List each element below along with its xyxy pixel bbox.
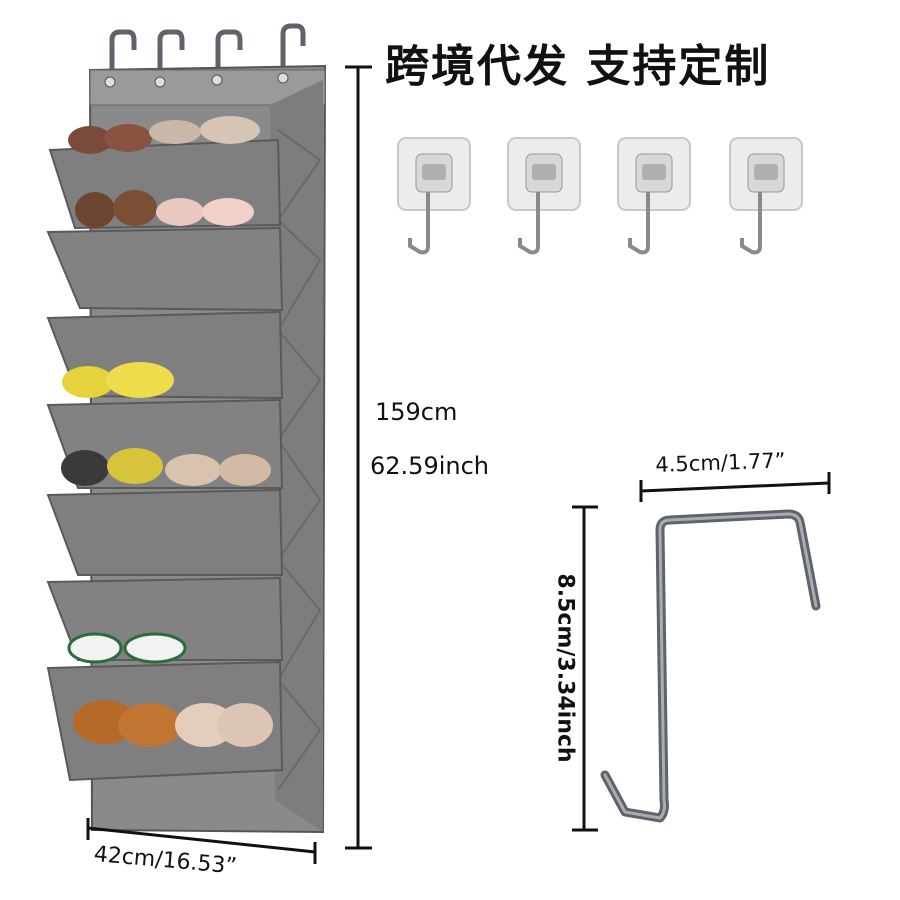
- top-hooks: [109, 23, 306, 80]
- shoe-icon: [175, 703, 235, 747]
- shoe-icon: [107, 448, 163, 484]
- large-over-door-hook: [600, 509, 821, 823]
- height-cm-label: 159cm: [375, 398, 458, 426]
- shoe-icon: [118, 703, 182, 747]
- shoe-icon: [67, 632, 123, 664]
- hook-width-label: 4.5cm/1.77”: [655, 448, 786, 477]
- over-door-hook-icon: [109, 29, 137, 80]
- shoes: [61, 116, 273, 747]
- over-door-hook-icon: [280, 23, 306, 78]
- shoe-icon: [219, 454, 271, 486]
- pocket: [46, 226, 284, 312]
- adhesive-hooks: [397, 137, 803, 255]
- adhesive-hook-icon: [617, 137, 691, 255]
- over-door-hook-icon: [157, 29, 185, 80]
- width-dimension-line: [86, 818, 317, 864]
- over-door-hook-icon: [215, 29, 243, 80]
- height-inch-label: 62.59inch: [370, 452, 489, 480]
- adhesive-hook-icon: [507, 137, 581, 255]
- shoe-icon: [123, 632, 187, 664]
- hook-height-dimension-line: [572, 505, 598, 832]
- hook-width-dimension-line: [639, 472, 831, 502]
- shoe-icon: [149, 120, 201, 144]
- shoe-icon: [202, 198, 254, 226]
- pockets: [46, 138, 284, 782]
- shoe-icon: [75, 192, 115, 228]
- shoe-icon: [165, 454, 221, 486]
- headline: 跨境代发 支持定制: [385, 41, 771, 92]
- shoe-icon: [217, 703, 273, 747]
- hook-height-label: 8.5cm/3.34inch: [552, 573, 578, 763]
- shoe-icon: [61, 450, 109, 486]
- pocket: [46, 488, 284, 576]
- shoe-icon: [113, 190, 157, 226]
- shoe-icon: [104, 124, 152, 152]
- shoe-icon: [156, 198, 204, 226]
- shoe-icon: [62, 366, 114, 398]
- shoe-icon: [68, 126, 112, 154]
- height-dimension-line: [345, 65, 372, 850]
- adhesive-hook-icon: [729, 137, 803, 255]
- shoe-icon: [200, 116, 260, 144]
- adhesive-hook-icon: [397, 137, 471, 255]
- shoe-icon: [106, 362, 174, 398]
